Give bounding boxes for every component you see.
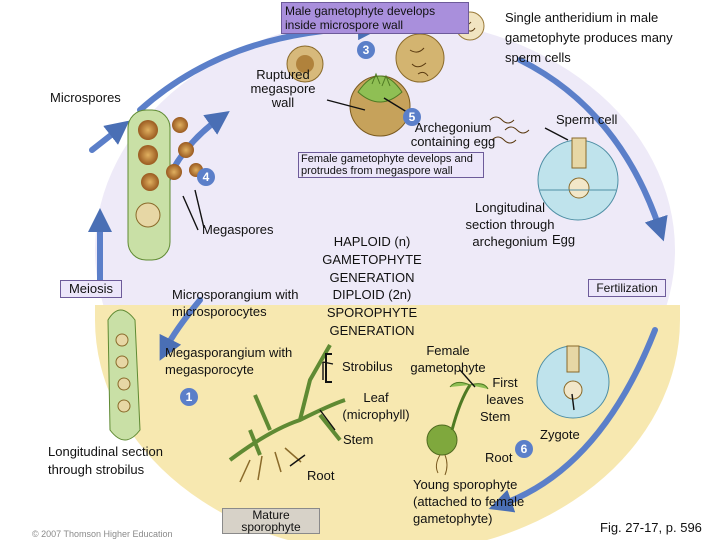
figure-caption: Fig. 27-17, p. 596 (600, 520, 702, 535)
zygote-section (536, 345, 610, 419)
female-gametophyte-label: Female gametophyte (410, 343, 486, 375)
mature-sporophyte-illustration (228, 344, 346, 462)
stem-label-center: Stem (343, 432, 374, 447)
mature-sporophyte-roots (239, 447, 302, 483)
megaspores-label: Megaspores (202, 222, 274, 237)
copyright-mark: © 2007 Thomson Higher Education (32, 529, 173, 539)
female-gametophyte-development-label: Female gametophyte develops and protrude… (298, 152, 484, 178)
step-4-marker: 4 (197, 168, 215, 186)
diploid-generation-label: DIPLOID (2n) SPOROPHYTE GENERATION (326, 287, 418, 338)
male-gametophyte-label: Male gametophyte develops inside microsp… (281, 2, 469, 34)
stem-label-right: Stem (480, 409, 511, 424)
archegonium-label: Archegonium containing egg (410, 120, 496, 149)
female-gametophyte-illustration (349, 72, 411, 137)
strobilus-section (107, 309, 141, 441)
ruptured-megaspore-wall-label: Ruptured megaspore wall (250, 67, 316, 110)
root-label-right: Root (485, 450, 513, 465)
step-1-marker: 1 (180, 388, 198, 406)
zygote-label: Zygote (540, 427, 580, 442)
sperm-cells (489, 116, 530, 144)
strobilus-section-label: Longitudinal section through strobilus (48, 444, 163, 477)
sperm-cell-label: Sperm cell (556, 112, 618, 127)
archegonium-section-label: Longitudinal section through archegonium (465, 200, 555, 249)
step-5-marker: 5 (403, 108, 421, 126)
diploid-zone (95, 305, 680, 540)
microsporangium-illustration (127, 109, 203, 261)
strobilus-bracket (325, 353, 332, 383)
young-sporophyte-label: Young sporophyte (attached to female gam… (413, 477, 525, 526)
egg-label: Egg (552, 232, 576, 247)
step-3-marker: 3 (357, 41, 375, 59)
megasporangium-label: Megasporangium with megasporocyte (165, 345, 293, 377)
first-leaves-label: First leaves (486, 375, 524, 407)
fertilization-label: Fertilization (588, 279, 666, 297)
root-label-center: Root (307, 468, 335, 483)
microsporangium-label: Microsporangium with microsporocytes (172, 287, 299, 319)
step-6-marker: 6 (515, 440, 533, 458)
haploid-generation-label: HAPLOID (n) GAMETOPHYTE GENERATION (322, 234, 422, 285)
single-antheridium-label: Single antheridium in male gametophyte p… (505, 10, 673, 65)
microspores-label: Microspores (50, 90, 121, 105)
leaf-microphyll-label: Leaf (microphyll) (342, 390, 410, 422)
svg-text:© 2007 Thomson Higher Educatio: © 2007 Thomson Higher Education (32, 529, 173, 539)
mature-sporophyte-label: Mature sporophyte (222, 508, 320, 534)
meiosis-label: Meiosis (60, 280, 122, 298)
archegonium-section (537, 137, 619, 221)
young-sporophyte-illustration (426, 381, 489, 476)
strobilus-label: Strobilus (342, 359, 393, 374)
